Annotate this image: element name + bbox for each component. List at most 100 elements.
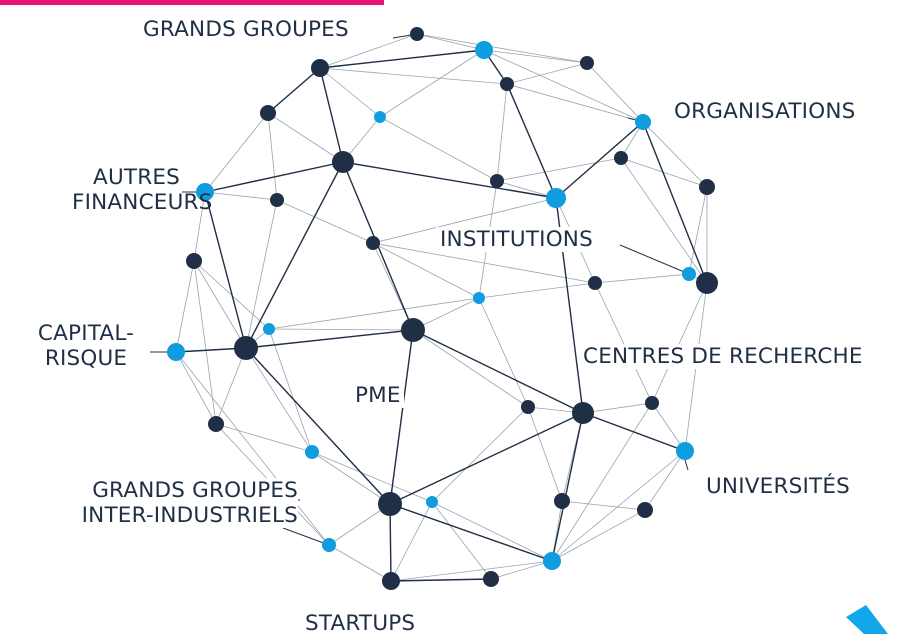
- edge-light: [372, 242, 480, 299]
- edge-light: [490, 560, 553, 580]
- edge-light: [193, 260, 217, 425]
- edge-light: [267, 112, 278, 201]
- node-blue: [426, 496, 438, 508]
- node-dark: [382, 572, 400, 590]
- edge-light: [582, 402, 653, 414]
- edge-light: [651, 282, 708, 404]
- node-dark: [588, 276, 602, 290]
- edge-light: [276, 199, 374, 244]
- edge-strong: [506, 83, 557, 199]
- node-dark: [270, 193, 284, 207]
- node-blue: [196, 183, 214, 201]
- edge-light: [496, 83, 508, 182]
- edge-strong: [204, 161, 344, 193]
- node-dark: [208, 416, 224, 432]
- label-grands-groupes-inter-line1: GRANDS GROUPES: [92, 478, 298, 503]
- edge-light: [620, 157, 708, 284]
- node-dark: [490, 174, 504, 188]
- edge-light: [478, 297, 529, 408]
- accent-bar: [0, 0, 384, 5]
- node-blue: [676, 442, 694, 460]
- node-dark: [401, 318, 425, 342]
- edge-light: [311, 451, 391, 505]
- label-autres-financeurs: AUTRES FINANCEURS: [72, 165, 212, 215]
- edge-light: [496, 180, 557, 199]
- edge-light: [586, 62, 644, 123]
- node-blue: [546, 188, 566, 208]
- node-dark: [234, 336, 258, 360]
- edge-strong: [389, 412, 584, 505]
- node-blue: [374, 111, 386, 123]
- edge-light: [594, 273, 690, 284]
- edge-strong: [245, 329, 414, 349]
- label-grands-groupes-inter-line2: INTER-INDUSTRIELS: [81, 503, 298, 528]
- node-dark: [580, 56, 594, 70]
- node-dark: [410, 27, 424, 41]
- edge-light: [431, 406, 529, 503]
- label-institutions: INSTITUTIONS: [436, 227, 597, 252]
- edge-strong: [412, 329, 584, 414]
- node-dark: [500, 77, 514, 91]
- edge-light: [551, 450, 686, 562]
- node-dark: [637, 502, 653, 518]
- edge-light: [268, 297, 480, 330]
- edge-strong: [204, 191, 247, 349]
- label-capital-risque-line1: CAPITAL-: [37, 321, 135, 346]
- edge-light: [688, 186, 708, 275]
- node-dark: [186, 253, 202, 269]
- edge-light: [416, 33, 588, 64]
- node-dark: [483, 571, 499, 587]
- edge-light: [483, 49, 588, 64]
- node-blue: [635, 114, 651, 130]
- label-capital-risque: CAPITAL- RISQUE: [24, 321, 148, 371]
- label-connector: [619, 244, 690, 275]
- label-autres-financeurs-line1: AUTRES: [93, 165, 180, 190]
- edge-light: [379, 116, 498, 182]
- edge-light: [268, 328, 313, 453]
- node-blue: [167, 343, 185, 361]
- edge-strong: [267, 67, 321, 114]
- edge-strong: [319, 49, 485, 69]
- edge-strong: [555, 121, 644, 199]
- edge-light: [506, 62, 588, 85]
- edge-light: [594, 282, 653, 404]
- label-universites: UNIVERSITÉS: [706, 474, 850, 499]
- edge-light: [245, 199, 278, 349]
- edge-light: [193, 260, 247, 349]
- edge-light: [551, 402, 653, 562]
- edge-light: [328, 503, 391, 546]
- edge-light: [390, 501, 433, 582]
- edge-light: [215, 347, 247, 425]
- edge-light: [642, 121, 708, 188]
- edge-light: [268, 328, 414, 331]
- corner-accent: [846, 605, 888, 634]
- edge-strong: [582, 412, 686, 452]
- edge-strong: [390, 578, 492, 582]
- edge-strong: [245, 347, 391, 505]
- edge-light: [416, 33, 485, 51]
- edge-light: [175, 351, 330, 546]
- edge-light: [175, 351, 217, 425]
- edge-light: [431, 501, 492, 580]
- node-dark: [332, 151, 354, 173]
- node-dark: [521, 400, 535, 414]
- edge-light: [620, 157, 708, 188]
- edge-light: [379, 49, 485, 118]
- node-blue: [305, 445, 319, 459]
- node-blue: [475, 41, 493, 59]
- edge-light: [651, 402, 686, 452]
- node-dark: [260, 105, 276, 121]
- node-blue: [263, 323, 275, 335]
- edge-light: [319, 33, 418, 69]
- edge-light: [204, 112, 269, 193]
- node-dark: [699, 179, 715, 195]
- node-blue: [682, 267, 696, 281]
- node-dark: [366, 236, 380, 250]
- edge-light: [319, 67, 508, 85]
- edge-strong: [342, 161, 557, 199]
- edge-light: [551, 509, 646, 562]
- label-grands-groupes: GRANDS GROUPES: [143, 17, 349, 42]
- edge-strong: [642, 121, 708, 284]
- label-pme: PME: [352, 383, 404, 408]
